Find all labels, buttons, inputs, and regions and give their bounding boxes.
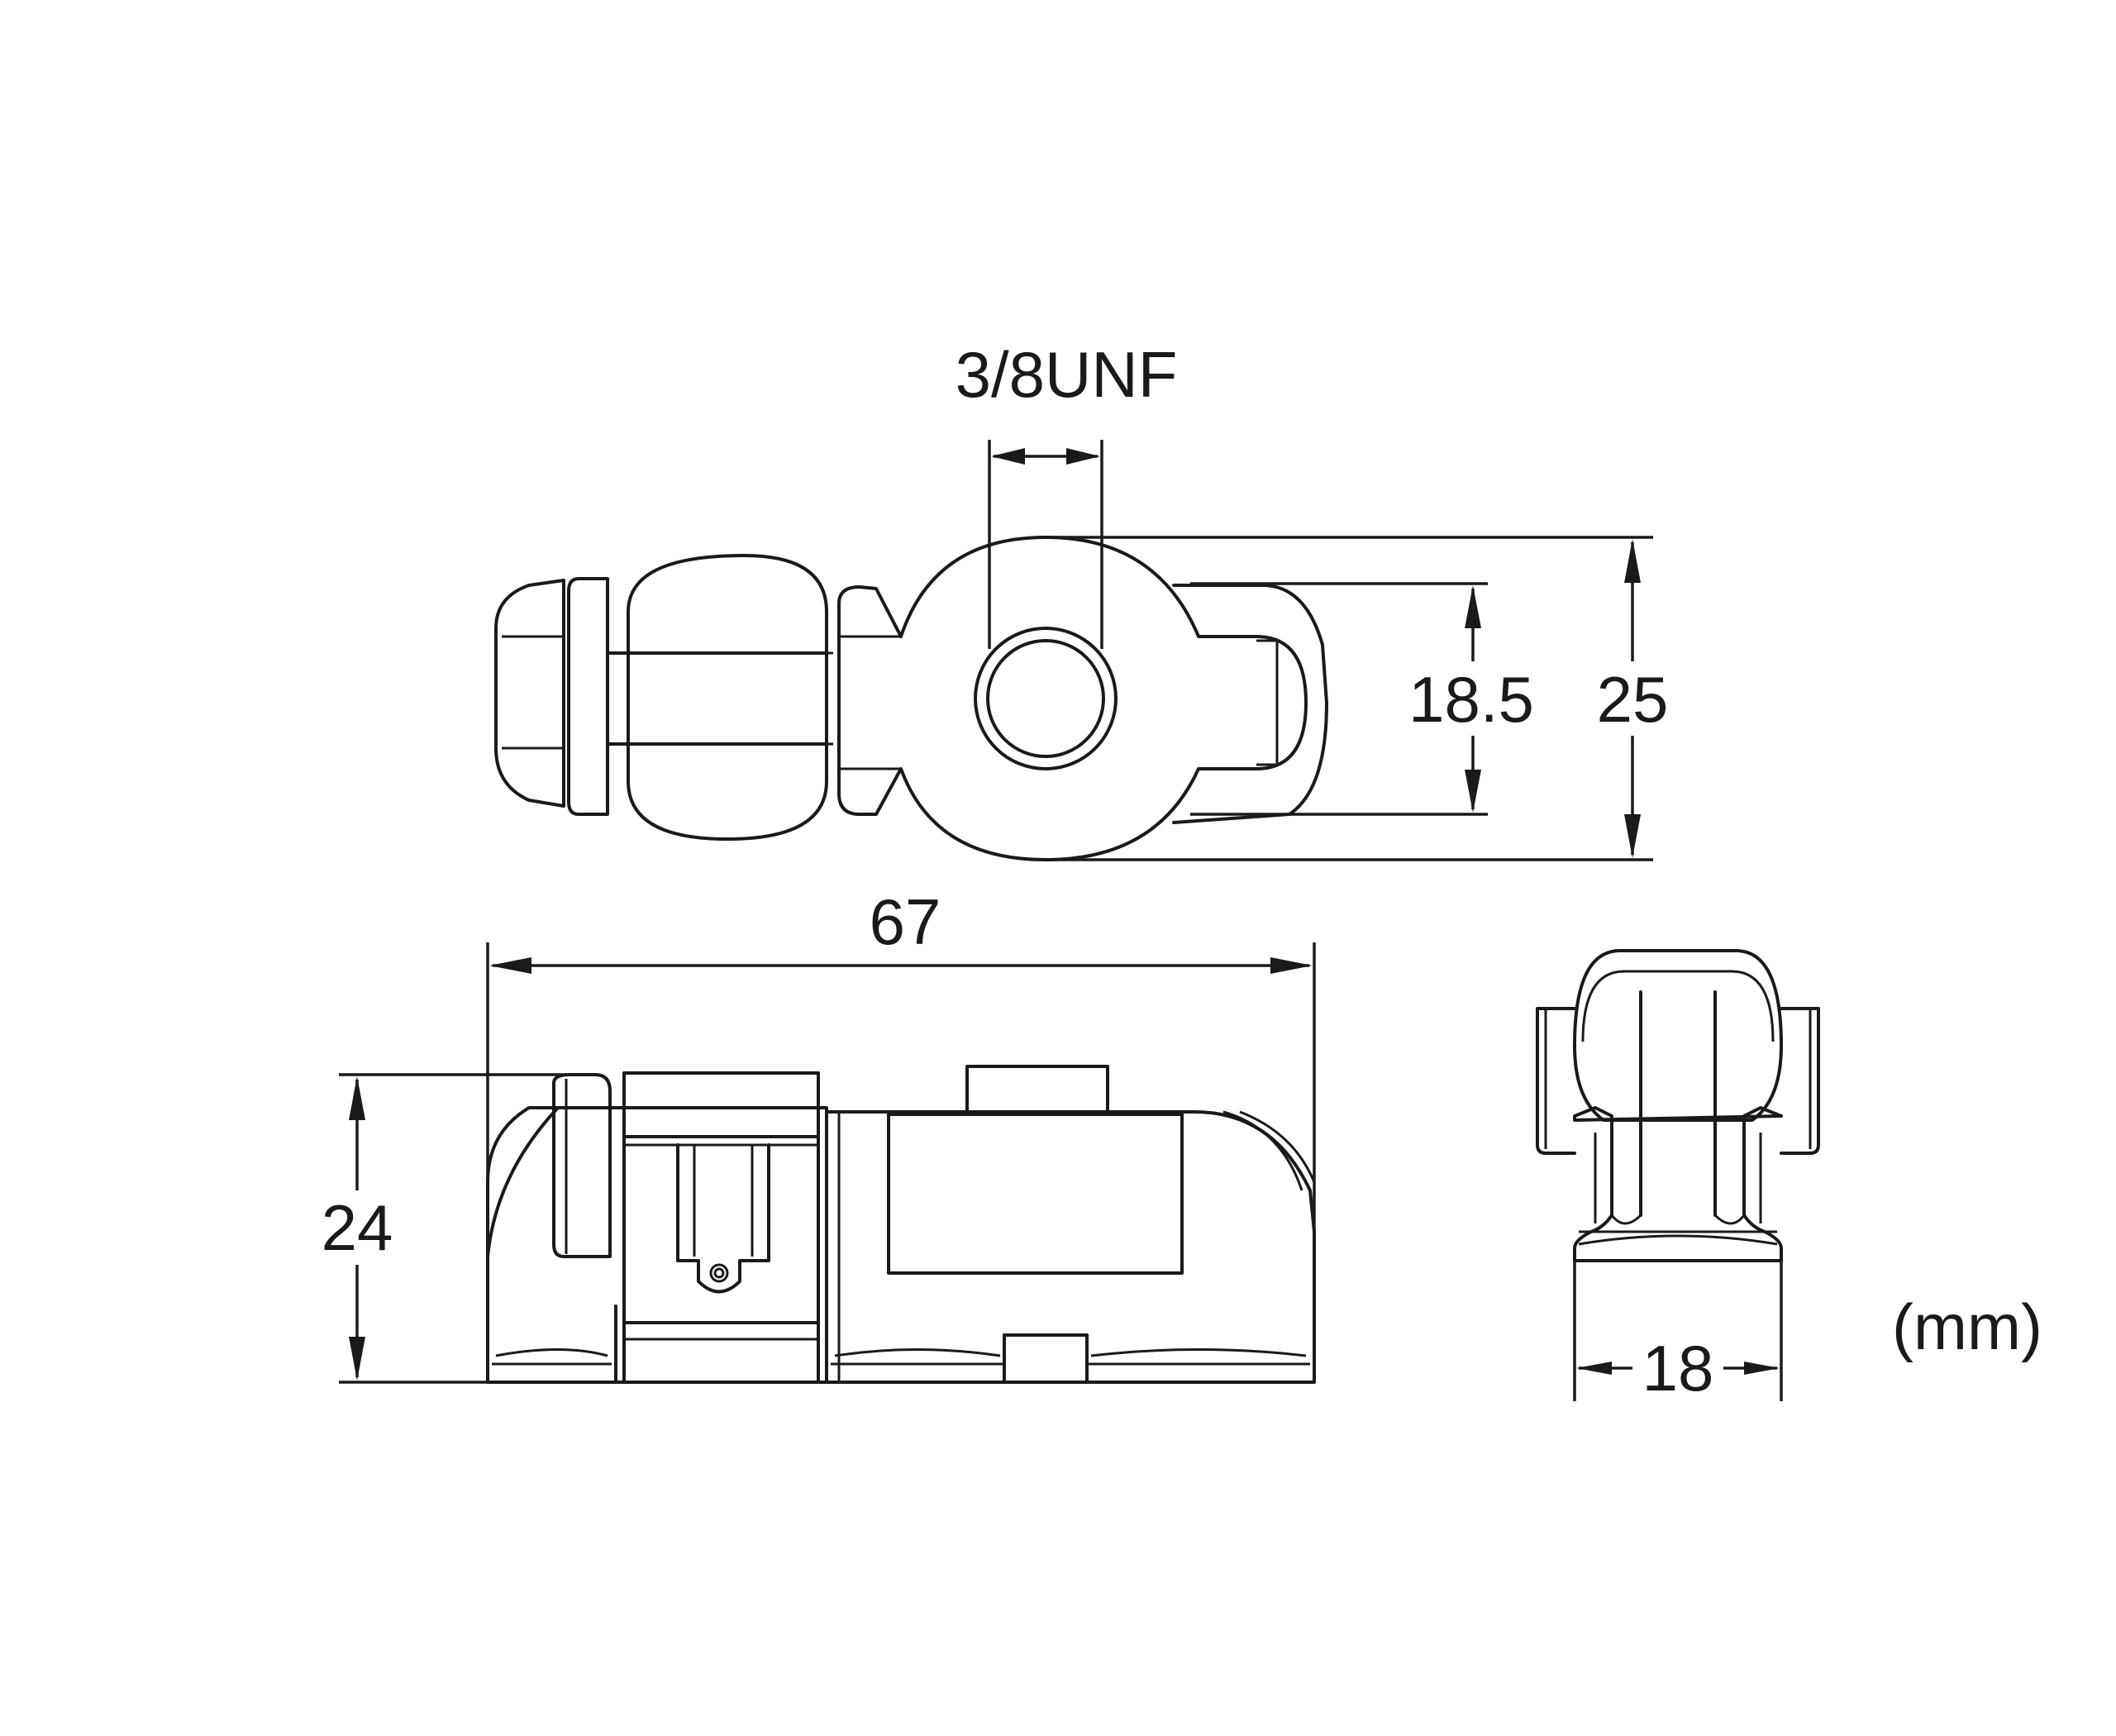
clamp-body — [837, 536, 1308, 861]
top-view: 3/8UNF 18.5 25 — [494, 338, 1678, 861]
front-view: 67 24 — [310, 885, 1316, 1384]
inner-width-label: 18.5 — [1408, 663, 1534, 736]
depth-label: 18 — [1642, 1332, 1714, 1405]
clamp-knob — [965, 1065, 1109, 1116]
knob-lever — [552, 1073, 612, 1258]
latch-slot — [676, 1143, 770, 1294]
height-label: 24 — [322, 1191, 393, 1264]
side-body — [1573, 1106, 1783, 1262]
thread-label: 3/8UNF — [956, 338, 1178, 411]
clamp-panel — [887, 1113, 1184, 1275]
knob-cap — [494, 579, 565, 808]
length-label: 67 — [870, 885, 941, 958]
knob-plate — [567, 577, 609, 816]
thread-hole — [974, 627, 1118, 770]
outer-width-label: 25 — [1597, 663, 1669, 736]
unit-label: (mm) — [1892, 1290, 2042, 1363]
side-view: 18 — [1536, 949, 1820, 1405]
middle-block — [622, 1071, 820, 1384]
front-body — [486, 1106, 1316, 1384]
barrel-body — [627, 554, 828, 655]
